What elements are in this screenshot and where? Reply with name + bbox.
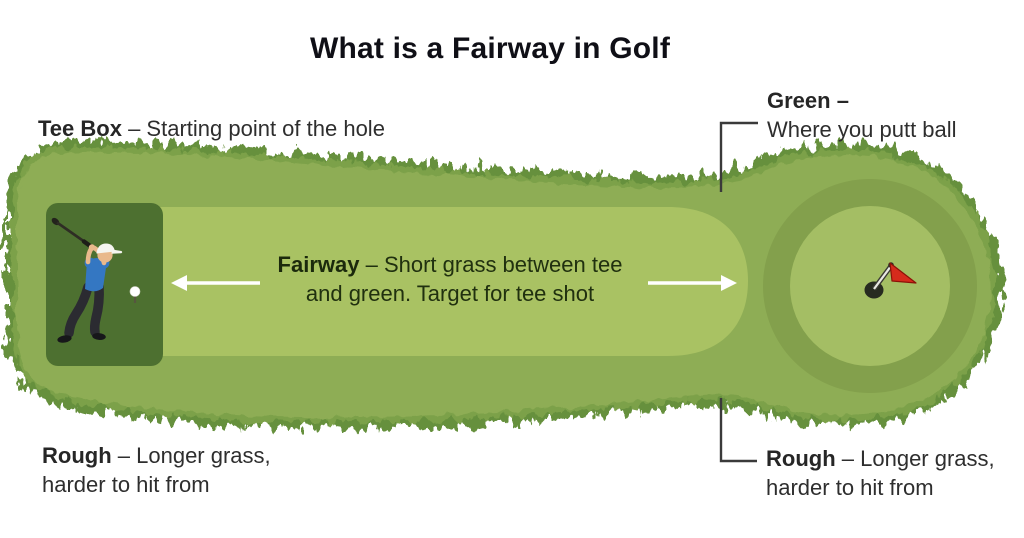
fairway-term: Fairway xyxy=(277,252,360,277)
green-term: Green – xyxy=(767,88,849,113)
fairway-label: Fairway – Short grass between tee and gr… xyxy=(250,250,650,308)
tee-box-desc: – Starting point of the hole xyxy=(128,116,385,141)
rough-left-term: Rough xyxy=(42,443,112,468)
rough-left-label: Rough – Longer grass, harder to hit from xyxy=(42,441,271,499)
flag-icon xyxy=(864,262,917,299)
green-desc: Where you putt ball xyxy=(767,117,957,142)
rough-left-desc-2: harder to hit from xyxy=(42,472,210,497)
golfer-icon xyxy=(51,217,123,343)
rough-right-label: Rough – Longer grass, harder to hit from xyxy=(766,444,995,502)
fairway-desc-1: – Short grass between tee xyxy=(365,252,623,277)
golf-ball-icon xyxy=(129,286,141,303)
fairway-label-line1: Fairway – Short grass between tee xyxy=(250,250,650,279)
tee-box-label: Tee Box – Starting point of the hole xyxy=(38,114,385,143)
rough-right-desc-1: – Longer grass, xyxy=(841,446,995,471)
fairway-desc-2: and green. Target for tee shot xyxy=(305,281,595,306)
page-title: What is a Fairway in Golf xyxy=(309,32,671,65)
fairway-arrow-right xyxy=(648,275,737,291)
fairway-area xyxy=(148,207,748,356)
green-label-connector xyxy=(719,121,758,192)
rough-left-desc-1: – Longer grass, xyxy=(117,443,271,468)
rough-label-connector xyxy=(719,398,757,463)
tee-box-term: Tee Box xyxy=(38,116,122,141)
rough-right-desc-2: harder to hit from xyxy=(766,475,934,500)
rough-right-term: Rough xyxy=(766,446,836,471)
fairway-arrow-left xyxy=(171,275,260,291)
green-label: Green – Where you putt ball xyxy=(767,86,957,144)
